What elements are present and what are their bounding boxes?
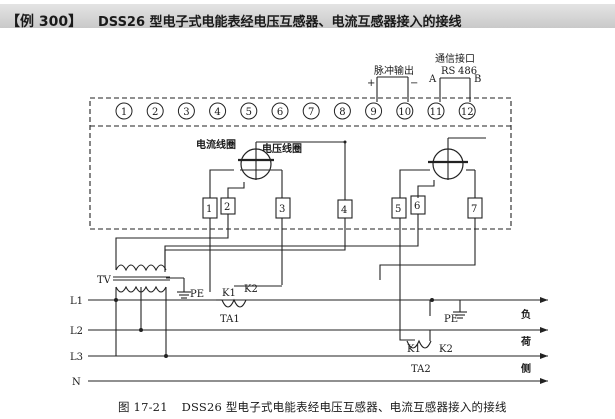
terminal-box-label-4: 4 [341, 205, 347, 216]
bus-l1-label: L1 [70, 296, 83, 307]
terminal-8 [333, 102, 351, 120]
terminal-1 [115, 102, 133, 120]
terminal-number-5: 5 [246, 107, 252, 118]
tv-label: TV [97, 275, 112, 286]
terminal-7 [302, 102, 320, 120]
terminal-box-label-5: 5 [395, 204, 401, 215]
pe-label-1: PE [190, 289, 204, 300]
k2-label-ta1: K2 [244, 284, 258, 295]
bus-l3-label: L3 [70, 352, 83, 363]
tv-primary-winding [115, 264, 167, 272]
ta1-label: TA1 [220, 314, 240, 325]
terminal-3 [177, 102, 195, 120]
terminal-box-label-1: 1 [206, 204, 212, 215]
rs-b-label: B [474, 74, 481, 85]
terminal-number-7: 7 [308, 107, 314, 118]
terminal-6 [271, 102, 289, 120]
pulse-output-label: 脉冲输出 [374, 64, 414, 77]
rs-a-label: A [428, 74, 437, 85]
example-number: 【例 300】 [6, 14, 83, 30]
terminal-9 [365, 102, 383, 120]
terminal-5 [240, 102, 258, 120]
ta2-coil [406, 339, 432, 349]
ta1-coil [221, 298, 247, 308]
terminal-number-2: 2 [152, 107, 158, 118]
pulse-plus-label: + [367, 78, 375, 89]
terminal-box-label-6: 6 [414, 201, 420, 212]
terminal-box-label-7: 7 [471, 204, 477, 215]
terminal-number-8: 8 [339, 107, 345, 118]
terminal-number-10: 10 [398, 107, 411, 118]
ta2-label: TA2 [411, 364, 431, 375]
bus-l2-label: L2 [70, 326, 83, 337]
terminal-number-11: 11 [430, 107, 443, 118]
figure-caption: 图 17-21 DSS26 型电子式电能表经电压互感器、电流互感器接入的接线 [118, 399, 507, 415]
terminal-box-label-3: 3 [279, 204, 285, 215]
terminal-number-12: 12 [461, 107, 474, 118]
load-side-label-3: 侧 [521, 362, 531, 375]
terminal-2 [146, 102, 164, 120]
figure-caption-text: DSS26 型电子式电能表经电压互感器、电流互感器接入的接线 [181, 400, 507, 414]
figure-number: 图 17-21 [118, 400, 168, 414]
pulse-minus-label: − [410, 78, 418, 89]
bus-n-label: N [72, 377, 81, 388]
terminal-number-1: 1 [121, 107, 127, 118]
terminal-11 [427, 102, 445, 120]
rs-label: RS [441, 66, 456, 77]
terminal-box-3 [275, 197, 291, 219]
load-side-label-1: 负 [521, 308, 531, 321]
k1-label-ta1: K1 [222, 288, 236, 299]
voltage-coil-label: 电压线圈 [262, 142, 302, 155]
pe-label-2: PE [444, 314, 458, 325]
terminal-number-6: 6 [277, 107, 283, 118]
meter-body [89, 97, 512, 230]
load-side-label-2: 荷 [520, 335, 531, 348]
k2-label-ta2: K2 [439, 344, 453, 355]
terminal-4 [209, 102, 227, 120]
terminal-number-9: 9 [370, 107, 376, 118]
title-banner: 【例 300】 DSS26 型电子式电能表经电压互感器、电流互感器接入的接线 [0, 4, 615, 30]
terminal-12 [458, 102, 476, 120]
k1-label-ta2: K1 [407, 344, 421, 355]
page-title: DSS26 型电子式电能表经电压互感器、电流互感器接入的接线 [98, 15, 462, 30]
current-coil-label: 电流线圈 [196, 138, 236, 151]
comm-port-label: 通信接口 [435, 52, 475, 65]
terminal-box-label-2: 2 [224, 202, 230, 213]
terminal-10 [396, 102, 414, 120]
terminal-box-5 [391, 197, 407, 219]
terminal-number-3: 3 [183, 107, 189, 118]
rs-number-label: 486 [458, 66, 477, 77]
terminal-number-4: 4 [214, 107, 220, 118]
